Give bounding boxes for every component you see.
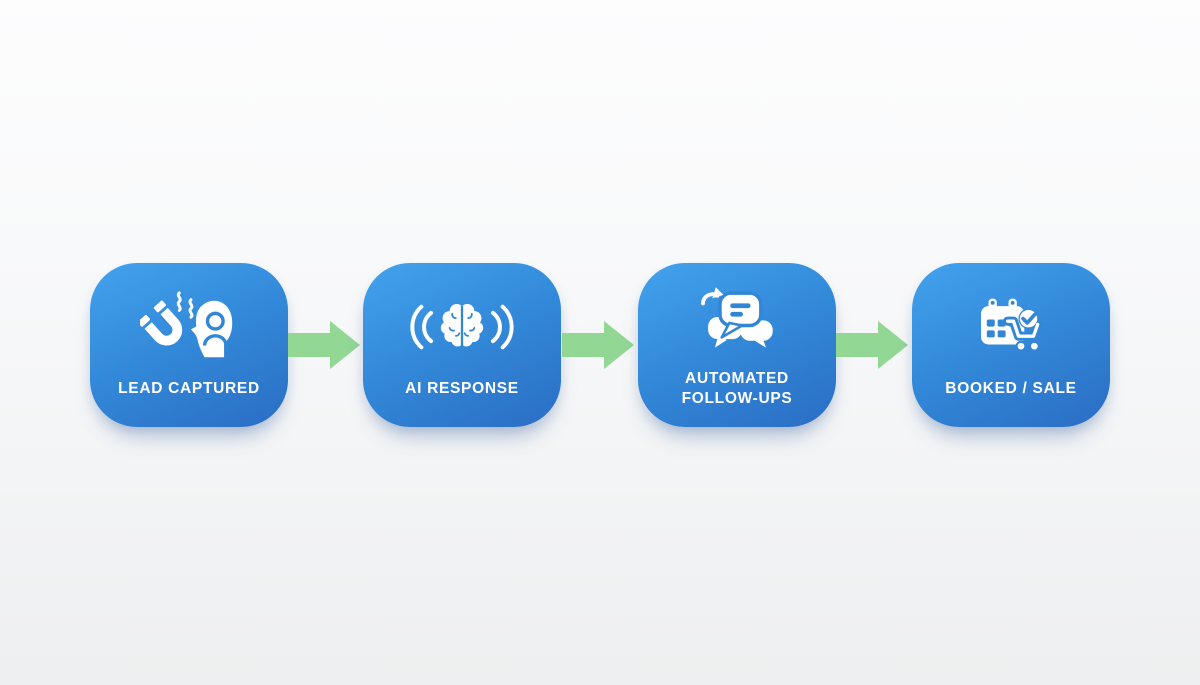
step-lead-captured: LEAD CAPTURED	[90, 263, 288, 427]
step-automated-follow-ups: AUTOMATED FOLLOW-UPS	[638, 263, 836, 427]
step-label-line: BOOKED / SALE	[945, 380, 1077, 397]
step-label-line: AI RESPONSE	[405, 380, 519, 397]
step-label: BOOKED / SALE	[945, 379, 1076, 399]
calendar-cart-check-icon	[976, 291, 1046, 363]
ai-brain-soundwaves-icon	[409, 291, 515, 363]
flow-arrow-icon	[562, 321, 634, 369]
magnet-lead-icon	[140, 291, 238, 363]
step-label: AUTOMATED FOLLOW-UPS	[682, 369, 793, 409]
step-ai-response: AI RESPONSE	[363, 263, 561, 427]
step-label-line: AUTOMATED	[685, 370, 789, 387]
flow-arrow-icon	[836, 321, 908, 369]
step-label: LEAD CAPTURED	[118, 379, 260, 399]
step-booked-sale: BOOKED / SALE	[912, 263, 1110, 427]
step-label: AI RESPONSE	[405, 379, 519, 399]
flow-arrow-icon	[288, 321, 360, 369]
step-label-line: LEAD CAPTURED	[118, 380, 260, 397]
chat-bubbles-refresh-icon	[696, 281, 778, 353]
step-label-line: FOLLOW-UPS	[681, 390, 793, 407]
